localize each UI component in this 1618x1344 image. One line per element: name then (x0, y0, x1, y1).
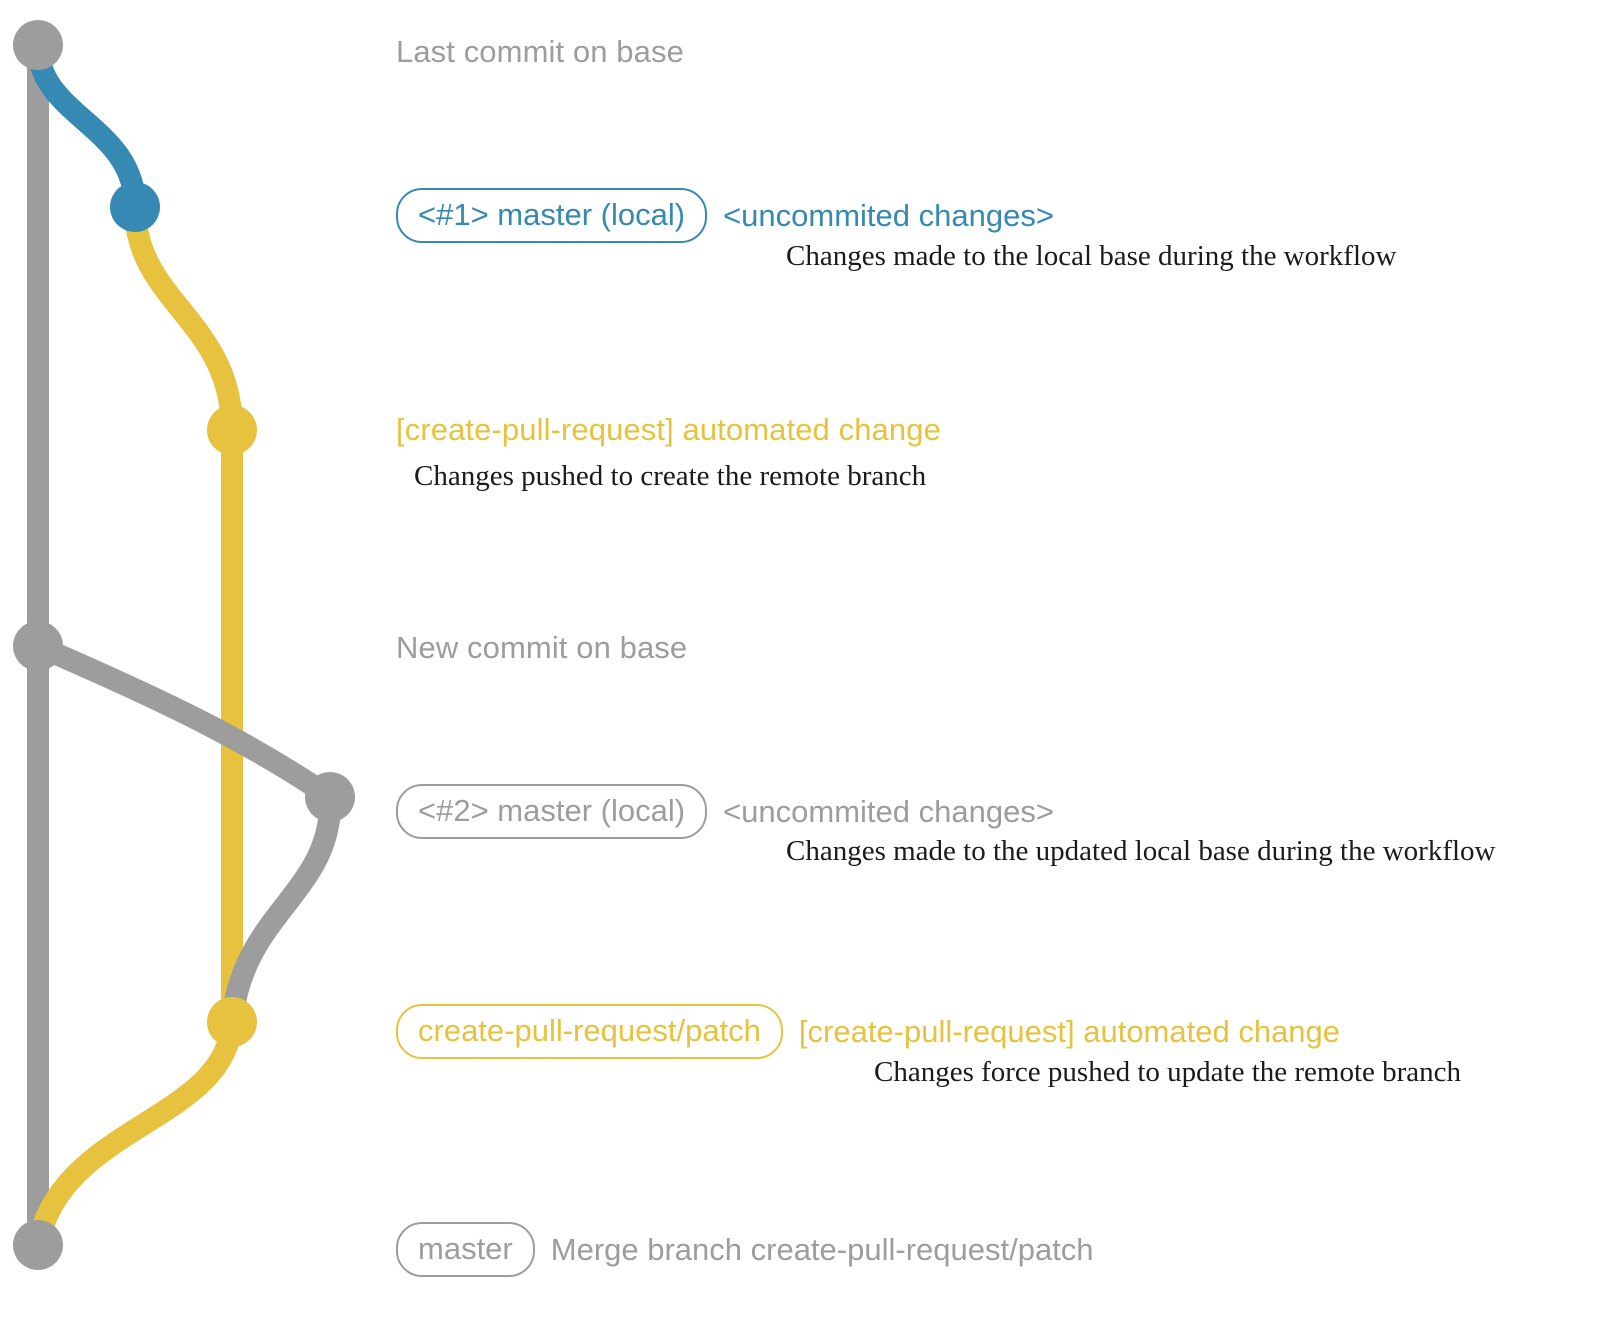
row-master-local-2: <#2> master (local) <uncommited changes> (396, 784, 1054, 839)
commit-subject: Last commit on base (396, 34, 684, 69)
row-last-commit-on-base: Last commit on base (396, 36, 684, 67)
commit-node-merge[interactable] (13, 1220, 63, 1270)
branch-edge (124, 196, 243, 441)
commit-annotation: Changes force pushed to update the remot… (874, 1056, 1462, 1088)
branch-badge[interactable]: master (396, 1222, 535, 1277)
branch-edge (221, 786, 342, 1033)
commit-annotation: Changes made to the updated local base d… (786, 835, 1496, 867)
commit-annotation: Changes made to the local base during th… (786, 240, 1397, 272)
row-master-local-1: <#1> master (local) <uncommited changes> (396, 188, 1054, 243)
commit-subject: Merge branch create-pull-request/patch (550, 1232, 1094, 1267)
commit-node-local-1[interactable] (110, 182, 160, 232)
commit-node-base-new[interactable] (13, 621, 63, 671)
row-merge-master: master Merge branch create-pull-request/p… (396, 1222, 1094, 1277)
commit-annotation: Changes pushed to create the remote bran… (414, 460, 927, 492)
branch-badge[interactable]: <#2> master (local) (396, 784, 708, 839)
branch-badge[interactable]: create-pull-request/patch (396, 1004, 783, 1059)
commit-subject: <uncommited changes> (723, 794, 1054, 829)
commit-node-local-2[interactable] (305, 772, 355, 822)
commit-subject: [create-pull-request] automated change (798, 1014, 1341, 1049)
commit-node-patch-2[interactable] (207, 997, 257, 1047)
branch-badge[interactable]: <#1> master (local) (396, 188, 708, 243)
commit-subject: New commit on base (396, 630, 688, 665)
row-automated-change-1: [create-pull-request] automated change (396, 414, 941, 445)
commit-node-patch-1[interactable] (207, 405, 257, 455)
commit-subject: <uncommited changes> (723, 198, 1054, 233)
row-automated-change-2: create-pull-request/patch [create-pull-re… (396, 1004, 1340, 1059)
branch-edge (27, 635, 341, 808)
row-new-commit-on-base: New commit on base (396, 632, 687, 663)
commit-subject: [create-pull-request] automated change (396, 412, 941, 447)
branch-edge (27, 1011, 243, 1256)
commit-node-base-top[interactable] (13, 20, 63, 70)
